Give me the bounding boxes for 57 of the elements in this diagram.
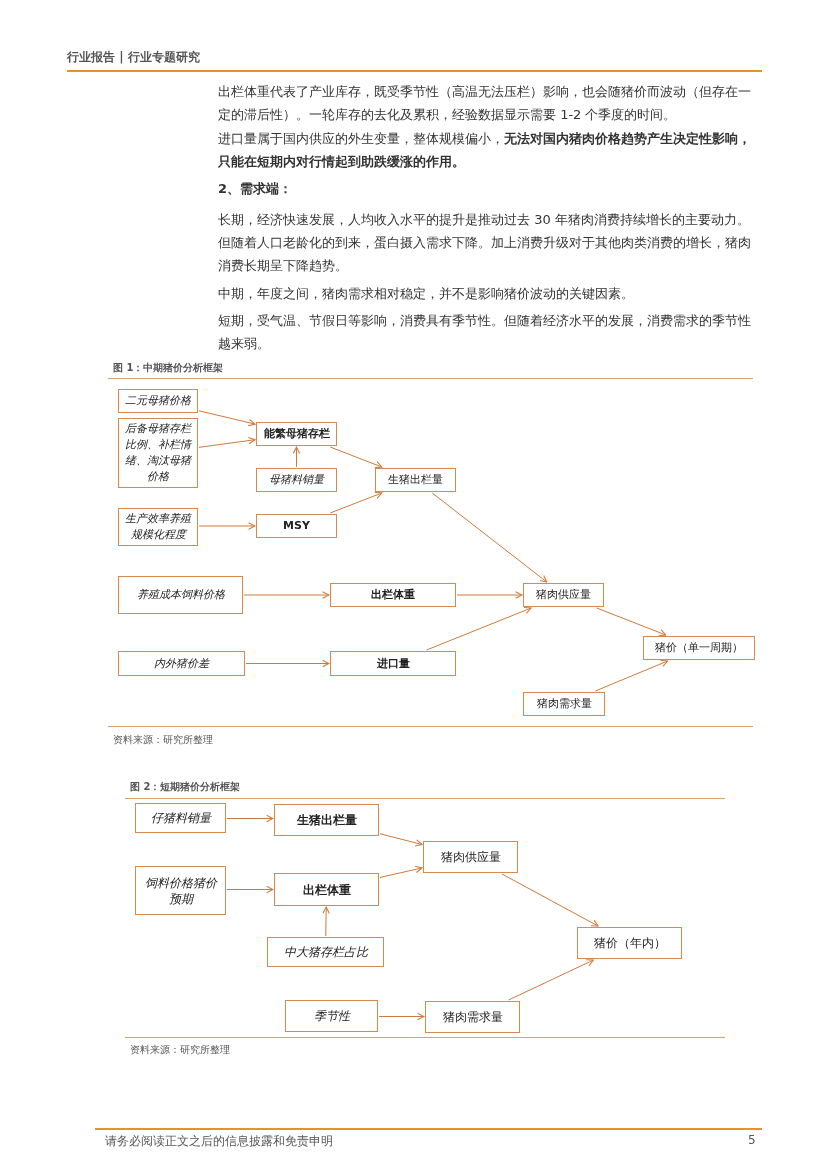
factor-box: 仔猪料销量 (135, 803, 226, 833)
arrow (198, 410, 256, 427)
arrow (329, 491, 383, 514)
arrow (322, 906, 330, 937)
factor-box: 猪价（年内） (577, 927, 682, 959)
arrow (226, 885, 274, 894)
footer-text: 请务必阅读正文之后的信息披露和免责申明 (105, 1133, 333, 1150)
figure-title: 图 1：中期猪价分析框架 (113, 361, 224, 375)
section-heading: 2、需求端： (218, 180, 293, 198)
arrow (198, 436, 256, 448)
factor-box: 生猪出栏量 (375, 468, 456, 492)
paragraph: 出栏体重代表了产业库存，既受季节性（高温无法压栏）影响，也会随猪价而波动（但存在一定的滞后性）。一轮库存的去化及累积，经验数据显示需要 1-2 个季度的时间。 (218, 83, 752, 124)
factor-box: 中大猪存栏占比 (267, 937, 384, 967)
arrow (431, 492, 548, 583)
paragraph: 中期，年度之间，猪肉需求相对稳定，并不是影响猪价波动的关键因素。 (218, 285, 635, 303)
factor-box: 后备母猪存栏比例、补栏情绪、淘汰母猪价格 (118, 418, 198, 488)
factor-box: 母猪料销量 (256, 468, 337, 492)
factor-box: 出栏体重 (274, 873, 379, 906)
arrow (245, 659, 330, 668)
paragraph: 长期，经济快速发展，人均收入水平的提升是推动过去 30 年猪肉消费持续增长的主要动力。但随着人口老龄化的到来，蛋白摄入需求下降。加上消费升级对于其他肉类消费的增长，猪肉消费长期呈下降趋势。 (218, 211, 752, 275)
arrow (426, 606, 532, 651)
arrow (456, 591, 523, 599)
factor-box: 进口量 (330, 651, 456, 676)
factor-box: 出栏体重 (330, 583, 456, 607)
arrow (379, 865, 423, 878)
factor-box: 养殖成本饲料价格 (118, 576, 243, 614)
paragraph: 进口量属于国内供应的外生变量，整体规模偏小，无法对国内猪肉价格趋势产生决定性影响，只能在短期内对行情起到助跌缓涨的作用。 (218, 130, 752, 171)
factor-box: 季节性 (285, 1000, 378, 1032)
arrow (508, 959, 594, 1001)
factor-box: 猪肉供应量 (423, 841, 518, 873)
arrow (501, 873, 599, 927)
factor-box: 猪肉需求量 (523, 692, 605, 716)
factor-box: 内外猪价差 (118, 651, 245, 676)
arrow (378, 1012, 425, 1021)
source-note: 资料来源：研究所整理 (130, 1043, 230, 1057)
header-text: 行业报告 | 行业专题研究 (67, 49, 200, 66)
factor-box: MSY (256, 514, 337, 538)
factor-box: 生产效率养殖规模化程度 (118, 508, 198, 546)
arrow (594, 660, 669, 692)
source-note: 资料来源：研究所整理 (113, 733, 213, 747)
factor-box: 能繁母猪存栏 (256, 422, 337, 446)
factor-box: 猪价（单一周期） (643, 636, 755, 660)
arrow (379, 833, 423, 847)
page-number: 5 (748, 1133, 756, 1147)
factor-box: 猪肉需求量 (425, 1001, 520, 1033)
arrow (292, 446, 301, 468)
factor-box: 饲料价格猪价预期 (135, 866, 226, 915)
arrow (243, 591, 330, 599)
factor-box: 猪肉供应量 (523, 583, 604, 607)
paragraph: 短期，受气温、节假日等影响，消费具有季节性。但随着经济水平的发展，消费需求的季节性越来弱。 (218, 312, 752, 353)
arrow (226, 814, 274, 823)
arrow (198, 522, 256, 530)
arrow (329, 446, 383, 469)
figure-title: 图 2：短期猪价分析框架 (130, 780, 241, 794)
factor-box: 二元母猪价格 (118, 389, 198, 413)
arrow (596, 607, 667, 637)
factor-box: 生猪出栏量 (274, 804, 379, 836)
